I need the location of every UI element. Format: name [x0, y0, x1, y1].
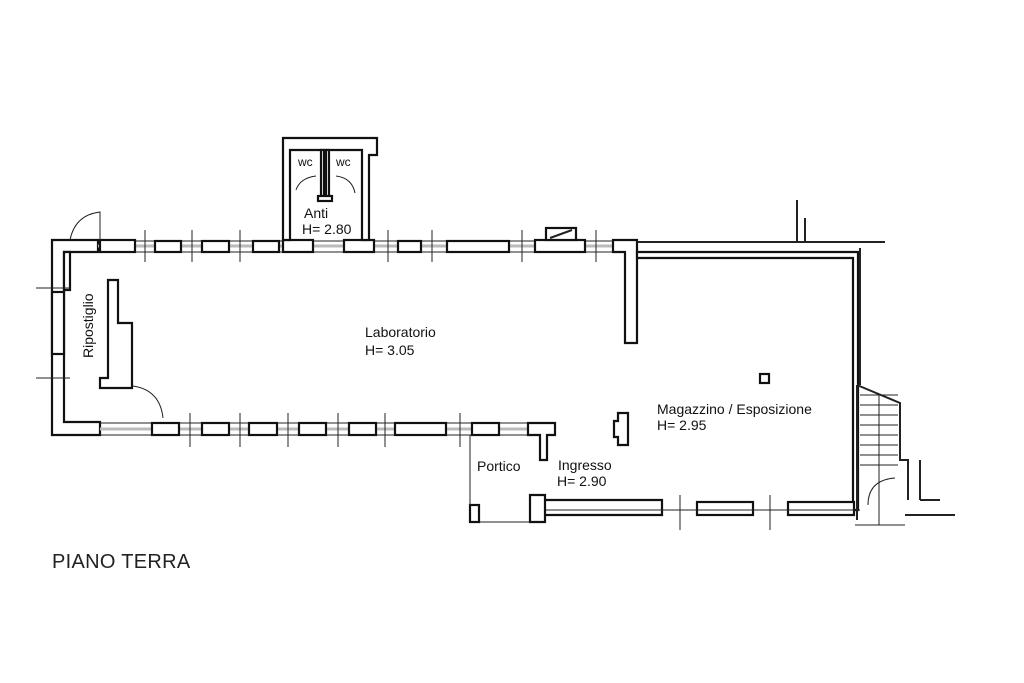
room-label-portico: Portico — [477, 458, 521, 474]
room-label-ingresso: Ingresso — [558, 457, 612, 473]
room-label-magazzino: Magazzino / Esposizione — [657, 401, 812, 417]
column — [758, 372, 771, 385]
room-label-wc-1: wc — [297, 155, 313, 169]
room-label-anti: Anti — [304, 205, 328, 221]
room-label-wc-2: wc — [335, 155, 351, 169]
room-height-magazzino: H= 2.95 — [657, 417, 707, 433]
room-height-anti: H= 2.80 — [302, 221, 352, 237]
room-height-laboratorio: H= 3.05 — [365, 342, 415, 358]
plan-title: PIANO TERRA — [52, 551, 191, 573]
room-label-ripostiglio: Ripostiglio — [80, 293, 96, 358]
staircase — [855, 384, 955, 526]
walls — [36, 136, 955, 530]
room-labels: wc wc Anti H= 2.80 Ripostiglio Laborator… — [80, 155, 812, 489]
room-height-ingresso: H= 2.90 — [557, 473, 607, 489]
room-label-laboratorio: Laboratorio — [365, 324, 436, 340]
pillar — [612, 411, 630, 447]
